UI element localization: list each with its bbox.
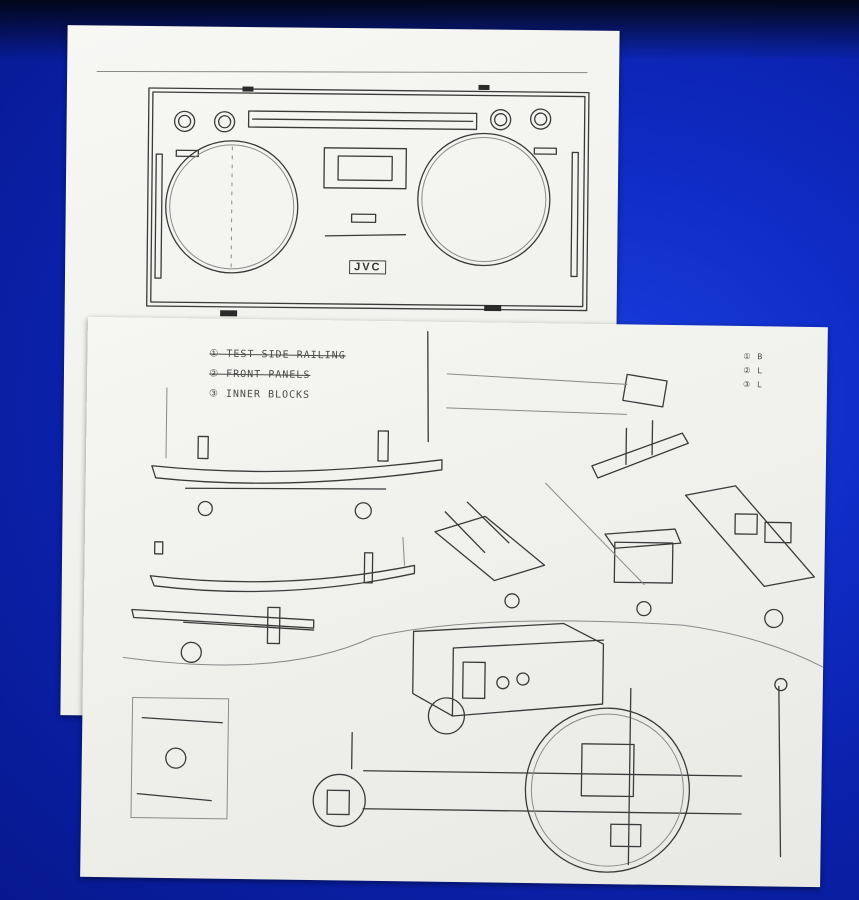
mechanism-sketch-sheet: ① TEST SIDE RAILING ② FRONT PANELS ③ INN…	[80, 316, 828, 888]
corner-note-2: ② L	[743, 366, 764, 376]
note-step-1: ① TEST SIDE RAILING	[209, 348, 346, 362]
mechanism-drawing	[122, 330, 824, 873]
boombox-sketch-sheet: JVC	[60, 25, 620, 721]
corner-note-3: ③ L	[743, 380, 763, 390]
boombox-drawing	[96, 70, 590, 317]
brand-label: JVC	[349, 260, 387, 275]
corner-note-1: ① B	[743, 352, 764, 362]
note-step-3: ③ INNER BLOCKS	[208, 388, 311, 401]
note-step-2: ② FRONT PANELS	[209, 368, 311, 381]
